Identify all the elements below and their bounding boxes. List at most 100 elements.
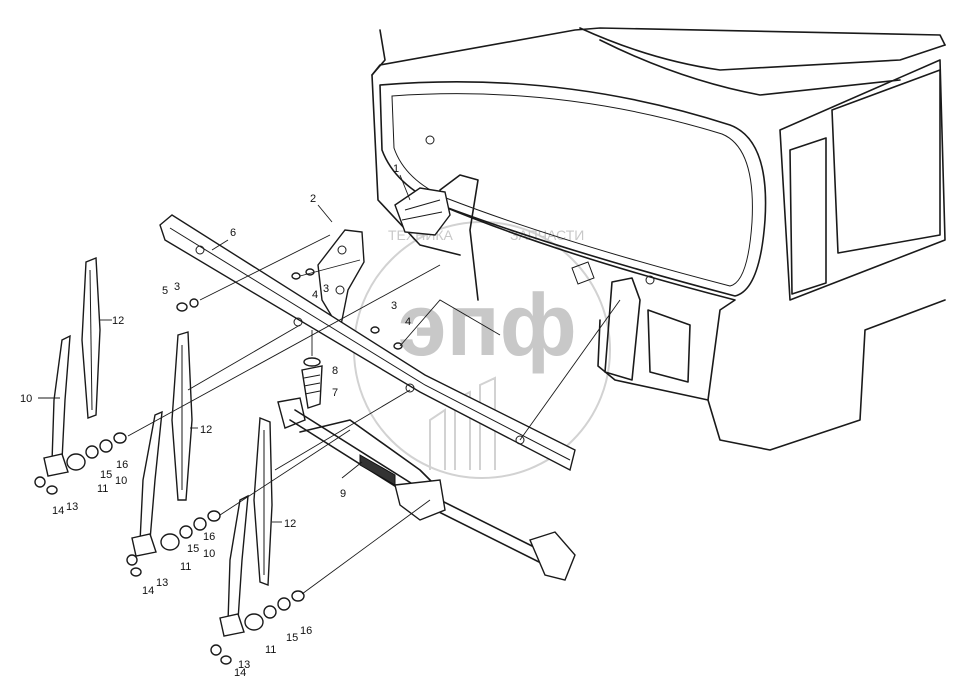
bracket-hole — [337, 245, 347, 255]
washer-11 — [66, 453, 86, 471]
windshield — [379, 80, 767, 297]
arm-hub — [219, 613, 245, 637]
windshield-inner-edge — [391, 93, 753, 287]
arm-hub — [43, 453, 69, 477]
wiper-motor-detail — [401, 199, 443, 221]
callout-15: 15 — [100, 469, 112, 481]
callout-5: 5 — [162, 285, 168, 297]
cab-left-pillar — [371, 29, 461, 256]
washer-stack-2 — [126, 510, 221, 577]
callout-16: 16 — [203, 531, 215, 543]
grommet-nut — [303, 357, 321, 367]
callout-13: 13 — [238, 659, 250, 671]
nut — [113, 432, 127, 444]
callout-3: 3 — [174, 281, 180, 293]
washer-16 — [277, 597, 291, 611]
cover-bar-hole — [195, 245, 205, 255]
callout-15: 15 — [286, 632, 298, 644]
linkage-rod-cross — [299, 419, 441, 491]
callout-14: 14 — [234, 667, 246, 679]
washer-13 — [220, 655, 232, 665]
wiper-arm-1 — [43, 334, 71, 477]
bolt-4 — [291, 272, 301, 280]
callout-10: 10 — [203, 548, 215, 560]
watermark-monogram: эпф — [398, 275, 577, 374]
side-window — [831, 69, 941, 254]
cover-bar-body — [159, 214, 576, 472]
nut-14 — [210, 644, 222, 656]
wiper-arm-3 — [219, 494, 249, 637]
arm-body — [51, 334, 71, 463]
washer-stack-3 — [210, 590, 305, 665]
cab-front-panel — [439, 204, 946, 451]
linkage-pivot-left — [277, 397, 306, 429]
callout-15: 15 — [187, 543, 199, 555]
callout-11: 11 — [97, 483, 108, 495]
bracket-hole — [335, 285, 345, 295]
callout-7: 7 — [332, 387, 338, 399]
leader-2 — [317, 204, 333, 223]
washer-13 — [130, 567, 142, 577]
washer-15 — [263, 605, 277, 619]
wiper-motor-cable — [439, 174, 479, 301]
wiper-motor-body — [394, 187, 451, 236]
callout-14: 14 — [52, 505, 64, 517]
wiper-arm-2 — [131, 410, 163, 557]
wiper-motor — [394, 174, 479, 301]
nut-14 — [34, 476, 46, 488]
nut — [291, 590, 305, 602]
callout-6: 6 — [230, 227, 236, 239]
wiper-linkage — [277, 397, 576, 581]
callout-10: 10 — [20, 393, 32, 405]
callout-16: 16 — [116, 459, 128, 471]
assembly-line — [274, 389, 411, 471]
washer-stack-1 — [34, 432, 127, 495]
blade-spine — [89, 269, 93, 411]
wiper-blade-3 — [253, 416, 273, 586]
wiper-blade-1 — [81, 256, 101, 419]
cab-lower-edge — [597, 319, 709, 401]
callout-13: 13 — [156, 577, 168, 589]
callout-3: 3 — [391, 300, 397, 312]
callout-3: 3 — [323, 283, 329, 295]
callout-1: 1 — [393, 163, 399, 175]
callout-13: 13 — [66, 501, 78, 513]
washer-3 — [189, 298, 199, 308]
mounting-bracket — [317, 229, 365, 332]
callout-14: 14 — [142, 585, 154, 597]
callout-4: 4 — [312, 289, 318, 301]
headlight-right — [647, 309, 691, 383]
grommet-assembly — [301, 357, 323, 409]
arm-hub — [131, 533, 157, 557]
washer-3 — [370, 326, 380, 334]
washer-11 — [160, 533, 180, 551]
watermark-text-right: ЗАПЧАСТИ — [510, 227, 584, 243]
blade-body — [253, 416, 273, 586]
assembly-line — [199, 234, 331, 301]
cab-roof-top — [579, 27, 946, 71]
linkage-pivot-center — [394, 479, 446, 521]
cab-bolt — [425, 135, 435, 145]
callout-8: 8 — [332, 365, 338, 377]
grommet-rings — [303, 374, 321, 395]
callout-4: 4 — [405, 316, 411, 328]
leader-6 — [211, 239, 229, 251]
side-door-frame — [779, 59, 946, 301]
callout-labels: 1 2 3 3 3 4 4 5 6 7 8 9 10 10 10 11 11 1… — [20, 163, 411, 679]
cover-bar-edge — [169, 227, 571, 461]
wiper-blade-2 — [171, 331, 193, 501]
washer-15 — [179, 525, 193, 539]
washer-16 — [193, 517, 207, 531]
cover-bar-hole — [515, 435, 525, 445]
nut-14 — [126, 554, 138, 566]
cab-roof-line — [599, 39, 901, 96]
nut — [207, 510, 221, 522]
wiper-cover-bar — [159, 214, 576, 472]
assembly-line — [219, 429, 351, 516]
bolt-4 — [393, 342, 403, 350]
bracket-body — [317, 229, 365, 332]
assembly-line — [187, 324, 301, 391]
callout-10: 10 — [115, 475, 127, 487]
